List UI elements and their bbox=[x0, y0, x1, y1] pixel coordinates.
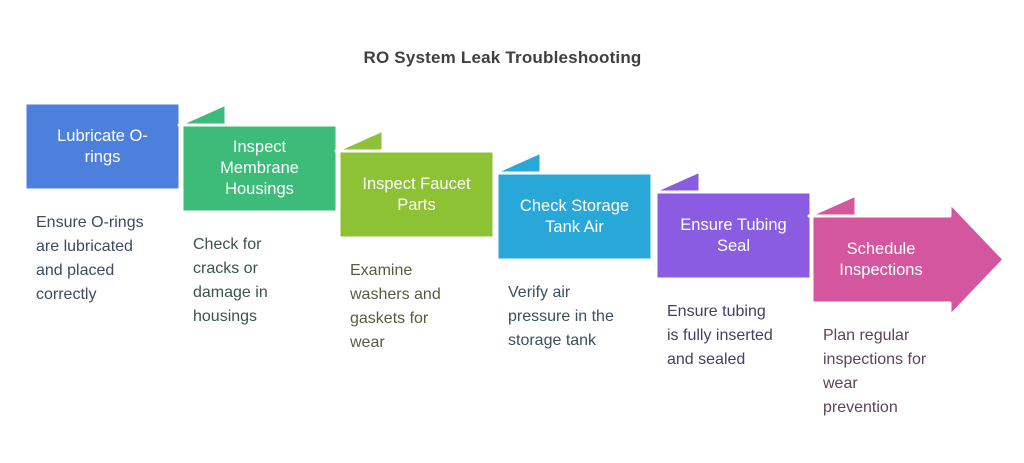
step-6-fold-icon bbox=[807, 193, 858, 218]
step-5-shape bbox=[654, 190, 813, 281]
step-2-shape bbox=[180, 123, 339, 214]
step-6-description: Plan regular inspections for wear preven… bbox=[823, 327, 927, 416]
step-3-description: Examine washers and gaskets for wear bbox=[350, 262, 441, 351]
step-3-fold-icon bbox=[334, 128, 385, 153]
step-5-description: Ensure tubing is fully inserted and seal… bbox=[667, 303, 773, 368]
step-3-shape bbox=[337, 149, 496, 240]
step-1-description: Ensure O-rings are lubricated and placed… bbox=[36, 214, 144, 303]
step-5-fold-icon bbox=[651, 169, 702, 194]
step-2-fold-icon bbox=[177, 102, 228, 127]
diagram-title: RO System Leak Troubleshooting bbox=[363, 48, 642, 67]
step-6-shape bbox=[810, 201, 1006, 318]
step-2-description: Check for cracks or damage in housings bbox=[193, 236, 268, 325]
step-4-shape bbox=[495, 171, 654, 262]
step-4-description: Verify air pressure in the storage tank bbox=[508, 284, 614, 349]
step-4-fold-icon bbox=[492, 150, 543, 175]
step-1-shape bbox=[23, 101, 182, 192]
